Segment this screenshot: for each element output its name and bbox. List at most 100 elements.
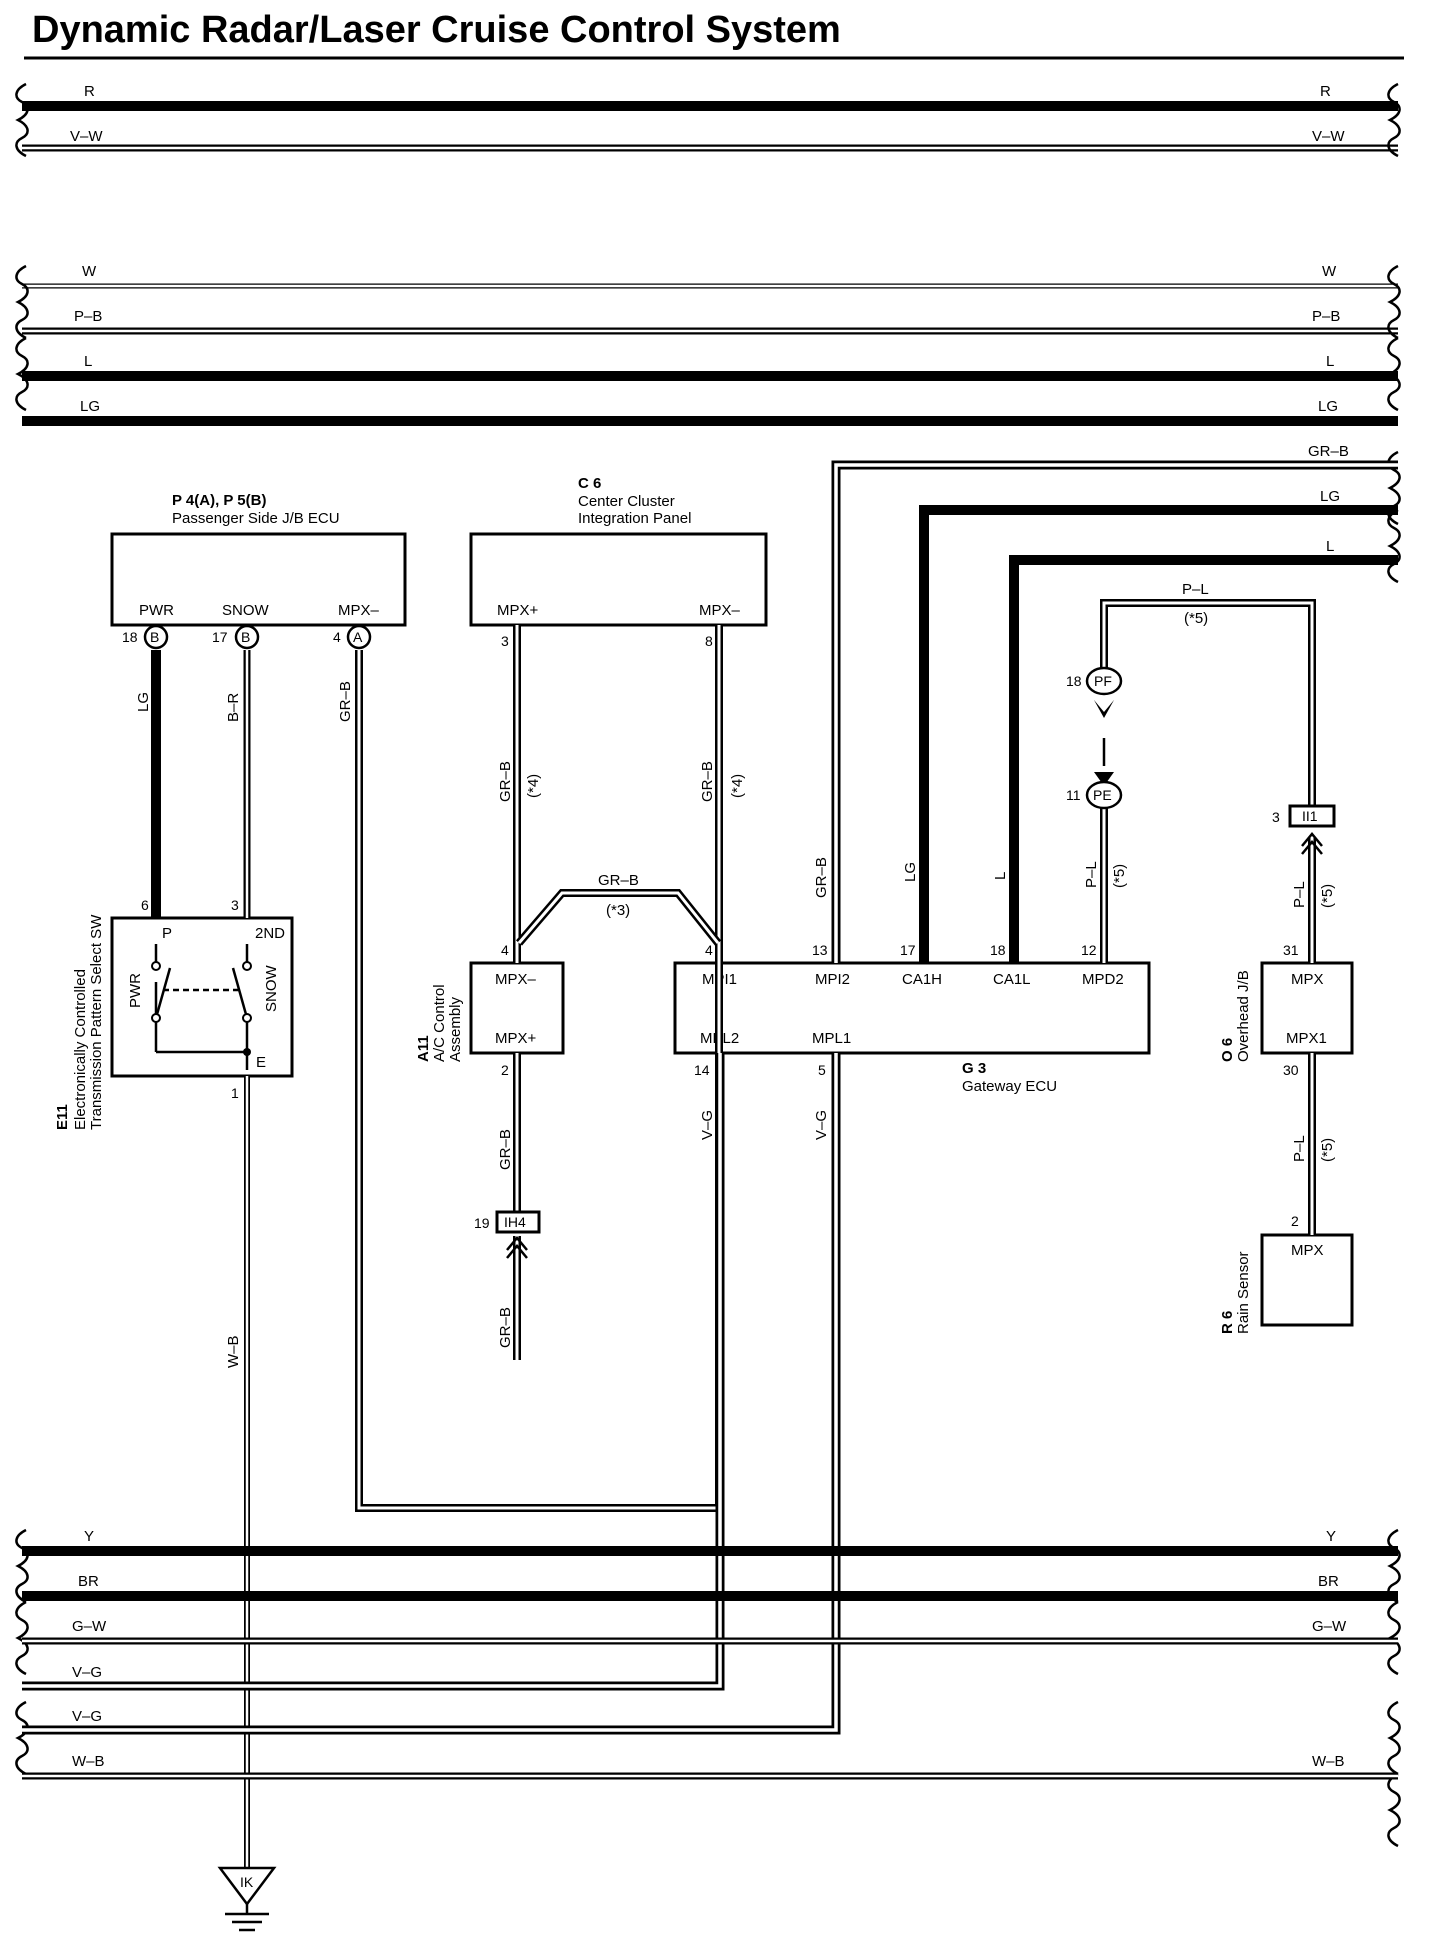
svg-text:C 6: C 6 — [578, 475, 601, 492]
svg-text:CA1H: CA1H — [902, 971, 942, 988]
svg-text:(*4): (*4) — [729, 774, 746, 798]
svg-text:B–R: B–R — [225, 693, 242, 722]
svg-text:GR–B: GR–B — [497, 1129, 514, 1170]
p4-terminals: B 18 B 17 A 4 — [122, 624, 372, 650]
svg-text:Assembly: Assembly — [447, 996, 464, 1062]
svg-text:Integration Panel: Integration Panel — [578, 510, 691, 527]
connector-pf: PF 18 — [1066, 666, 1123, 718]
svg-text:(*5): (*5) — [1319, 1138, 1336, 1162]
svg-text:Rain Sensor: Rain Sensor — [1235, 1251, 1252, 1334]
svg-text:17: 17 — [212, 629, 228, 645]
svg-text:V–G: V–G — [72, 1664, 102, 1681]
svg-text:PWR: PWR — [127, 973, 144, 1008]
svg-text:E: E — [256, 1054, 266, 1071]
svg-text:PE: PE — [1093, 787, 1112, 803]
svg-text:GR–B: GR–B — [1308, 443, 1349, 460]
overhead-jb: MPX MPX1 O 6 Overhead J/B — [1219, 961, 1354, 1062]
wire-l-ca1l — [1009, 555, 1398, 963]
svg-text:IK: IK — [240, 1874, 254, 1890]
svg-text:MPX+: MPX+ — [497, 602, 539, 619]
svg-text:L: L — [1326, 353, 1334, 370]
svg-text:LG: LG — [1320, 488, 1340, 505]
svg-text:MPX–: MPX– — [338, 602, 380, 619]
wire-grb-bridge — [515, 889, 722, 946]
svg-text:GR–B: GR–B — [497, 761, 514, 802]
svg-text:4: 4 — [333, 629, 341, 645]
svg-text:L: L — [1326, 538, 1334, 555]
svg-text:5: 5 — [818, 1062, 826, 1078]
svg-text:V–W: V–W — [1312, 128, 1345, 145]
svg-text:SNOW: SNOW — [263, 964, 280, 1012]
ground-icon: IK — [217, 1866, 277, 1932]
svg-text:W–B: W–B — [1312, 1753, 1345, 1770]
svg-text:Y: Y — [84, 1528, 94, 1545]
svg-text:Electronically Controlled: Electronically Controlled — [72, 969, 89, 1130]
svg-text:(*4): (*4) — [525, 774, 542, 798]
svg-text:B: B — [150, 629, 159, 645]
svg-text:B: B — [241, 629, 250, 645]
svg-text:W–B: W–B — [225, 1335, 242, 1368]
svg-text:L: L — [84, 353, 92, 370]
svg-text:V–G: V–G — [813, 1110, 830, 1140]
diagram-title: Dynamic Radar/Laser Cruise Control Syste… — [32, 9, 841, 51]
svg-text:V–G: V–G — [699, 1110, 716, 1140]
svg-text:SNOW: SNOW — [222, 602, 270, 619]
svg-text:(*5): (*5) — [1111, 864, 1128, 888]
svg-text:4: 4 — [705, 942, 713, 958]
svg-text:L: L — [992, 872, 1009, 880]
svg-text:P–L: P–L — [1291, 881, 1308, 908]
wire-vg-mpl1 — [22, 1053, 841, 1735]
svg-text:(*5): (*5) — [1184, 610, 1208, 627]
connector-ii1: II1 3 — [1272, 804, 1336, 855]
svg-text:MPI2: MPI2 — [815, 971, 850, 988]
svg-text:6: 6 — [141, 897, 149, 913]
svg-text:R 6: R 6 — [1219, 1311, 1236, 1334]
wire-grb-mpi2 — [831, 460, 1398, 963]
svg-text:IH4: IH4 — [504, 1214, 526, 1230]
svg-text:GR–B: GR–B — [337, 681, 354, 722]
svg-text:MPX1: MPX1 — [1286, 1030, 1327, 1047]
svg-text:BR: BR — [1318, 1573, 1339, 1590]
wire-bus-top: R R V–W V–W W W P–B P–B L L LG LG — [22, 83, 1398, 426]
svg-text:4: 4 — [501, 942, 509, 958]
svg-text:BR: BR — [78, 1573, 99, 1590]
svg-text:12: 12 — [1081, 942, 1097, 958]
svg-text:CA1L: CA1L — [993, 971, 1031, 988]
svg-text:P–B: P–B — [1312, 308, 1340, 325]
svg-text:MPL1: MPL1 — [812, 1030, 851, 1047]
pattern-select-switch: P 2ND E PWR SNOW E11 Electronically Cont… — [54, 914, 294, 1130]
svg-text:E11: E11 — [54, 1104, 71, 1130]
svg-text:Center Cluster: Center Cluster — [578, 493, 675, 510]
svg-text:19: 19 — [474, 1215, 490, 1231]
svg-text:P 4(A), P 5(B): P 4(A), P 5(B) — [172, 492, 266, 509]
svg-text:(*5): (*5) — [1319, 884, 1336, 908]
svg-text:P: P — [162, 925, 172, 942]
svg-text:P–L: P–L — [1083, 861, 1100, 888]
svg-text:1: 1 — [231, 1085, 239, 1101]
svg-text:PF: PF — [1094, 673, 1112, 689]
svg-text:A/C Control: A/C Control — [431, 984, 448, 1062]
svg-text:LG: LG — [1318, 398, 1338, 415]
svg-text:30: 30 — [1283, 1062, 1299, 1078]
svg-text:A11: A11 — [415, 1035, 432, 1062]
rain-sensor: MPX R 6 Rain Sensor — [1219, 1233, 1354, 1334]
svg-text:II1: II1 — [1302, 808, 1318, 824]
svg-text:Transmission Pattern Select SW: Transmission Pattern Select SW — [88, 914, 105, 1130]
svg-text:18: 18 — [990, 942, 1006, 958]
svg-text:MPX+: MPX+ — [495, 1030, 537, 1047]
svg-text:2: 2 — [501, 1062, 509, 1078]
wire-grb-loop — [355, 625, 723, 1512]
svg-text:MPD2: MPD2 — [1082, 971, 1124, 988]
svg-text:Passenger Side J/B ECU: Passenger Side J/B ECU — [172, 510, 340, 527]
wire-bus-bottom: Y Y BR BR G–W G–W V–G V–G W–B W–B — [22, 1528, 1398, 1780]
svg-text:Gateway ECU: Gateway ECU — [962, 1078, 1057, 1095]
svg-text:MPX: MPX — [1291, 1242, 1324, 1259]
ac-control-assembly: MPX– MPX+ A11 A/C Control Assembly — [415, 961, 565, 1062]
svg-text:G–W: G–W — [72, 1618, 107, 1635]
svg-text:R: R — [1320, 83, 1331, 100]
svg-text:2ND: 2ND — [255, 925, 285, 942]
svg-text:11: 11 — [1066, 787, 1081, 803]
svg-text:MPX–: MPX– — [495, 971, 537, 988]
svg-text:14: 14 — [694, 1062, 710, 1078]
svg-text:P–L: P–L — [1291, 1135, 1308, 1162]
